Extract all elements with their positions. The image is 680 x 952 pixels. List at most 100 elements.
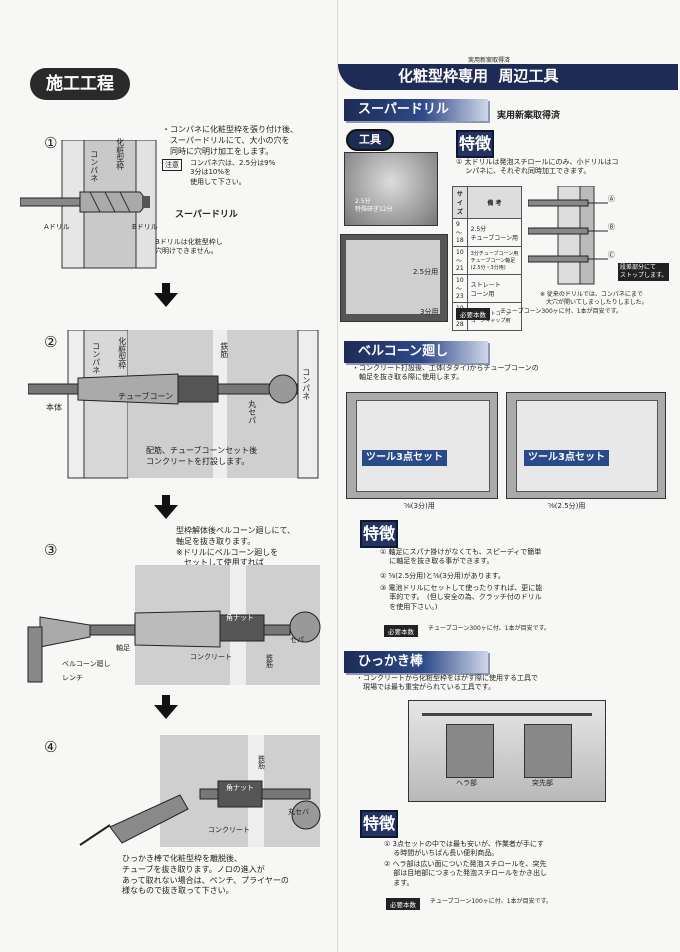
step4-label-concrete: コンクリート xyxy=(208,826,250,834)
step3-label-bell: ベルコーン廻し xyxy=(62,660,111,668)
superdrill-req-label: 必要本数 xyxy=(456,308,490,320)
step2-label-tekkin: 鉄筋 xyxy=(219,342,229,358)
hikkaki-feature-label: 特徴 xyxy=(360,810,398,838)
flow-arrow-3 xyxy=(162,695,170,705)
step1-label-konpane: コンパネ xyxy=(89,150,99,182)
superdrill-photo-25: 2.5分用 xyxy=(413,268,439,276)
superdrill-section-bar: スーパードリル xyxy=(344,99,488,121)
step2-label-konpane2: コンパネ xyxy=(301,368,311,400)
hikkaki-inset-hera xyxy=(446,724,494,778)
step2-caption: 配筋、チューブコーンセット後 コンクリートを打設します。 xyxy=(146,446,258,466)
hikkaki-feature-1: ① 3点セットの中では最も安いが、作業者が手にす る時間がいちばん長い便利商品。 xyxy=(384,840,544,858)
step4-label-kakunut: 角ナット xyxy=(226,784,254,792)
step2-number: ② xyxy=(44,333,58,351)
flow-arrow-1-head xyxy=(154,293,178,307)
superdrill-req-text: チューブコーン300ヶに付、1本が目安です。 xyxy=(500,308,623,315)
bellcone-feature-2: ② ⁵⁄₈(2.5分用)と³⁄₈(3分用)があります。 xyxy=(380,572,505,580)
bellcone-caption-left: ⁵⁄₈(3分)用 xyxy=(404,502,435,510)
construction-process-badge: 施工工程 xyxy=(30,68,130,100)
step1-note-label: 注意 xyxy=(162,159,182,171)
step2-label-maruseba: 丸セパ xyxy=(247,400,257,424)
bellcone-section-bar: ベルコーン廻し xyxy=(344,341,488,363)
step3-diagram xyxy=(27,565,321,685)
table-header-notes: 備 考 xyxy=(466,186,523,219)
flow-arrow-3-head xyxy=(154,705,178,719)
superdrill-photo-inner xyxy=(346,240,440,314)
hikkaki-req-text: チューブコーン100ヶに付、1本が目安です。 xyxy=(430,898,553,905)
step4-label-maruseba: 丸セバ xyxy=(288,808,309,816)
step3-label-jiku: 軸足 xyxy=(116,644,130,652)
step3-label-wrench: レンチ xyxy=(62,674,83,682)
step1-label-kesho: 化粧型枠 xyxy=(115,138,125,170)
step2-label-tube: チューブコーン xyxy=(118,392,174,401)
superdrill-feature-label: 特徴 xyxy=(456,130,494,158)
step1-diagram xyxy=(20,140,157,269)
table-cell: 10～23 xyxy=(452,274,468,303)
step1-b-drill-note: Bドリルは化粧型枠し 穴明けできません。 xyxy=(155,238,223,256)
tool-label-badge: 工具 xyxy=(346,129,394,151)
diagram-label-c: Ⓒ xyxy=(608,251,615,259)
superdrill-note: ※ 従来のドリルでは、コンパネにまで 大穴が開いてしまっしたりしました。 xyxy=(540,291,648,307)
bellcone-feature-3: ③ 電池ドリルにセットして使ったりすれば、更に能 率的です。 (但し安全の為、ク… xyxy=(380,584,543,611)
hikkaki-section-bar: ひっかき棒 xyxy=(344,651,488,673)
bellcone-caption-right: ⁵⁄₈(2.5分)用 xyxy=(548,502,586,510)
step3-label-tekkin: 鉄筋 xyxy=(265,654,274,668)
bellcone-package-right-text: ツール3点セット xyxy=(524,450,609,466)
step3-number: ③ xyxy=(44,541,58,559)
superdrill-photo-caption: 2.5分 特殊研ぎ12分 xyxy=(355,198,393,214)
bellcone-feature-1: ① 軸足にスパナ掛けがなくても、スピーディで簡単 に軸足を抜き取る事ができます。 xyxy=(380,548,542,566)
table-cell: ストレート コーン用 xyxy=(466,274,523,303)
table-cell: 3分チューブコーン用 チューブコーン軸足 (2.5分・3分用) xyxy=(466,246,523,275)
bellcone-package-left-text: ツール3点セット xyxy=(362,450,447,466)
hikkaki-feature-2: ② ヘラ部は広い面についた発泡スチロールを、突先 部は目地部につまった発泡スチロ… xyxy=(384,860,547,887)
hikkaki-label-hera: ヘラ部 xyxy=(456,779,477,787)
hikkaki-req-label: 必要本数 xyxy=(386,898,420,910)
step1-number: ① xyxy=(44,134,58,152)
hikkaki-description: ・コンクリートから化粧型枠をはがす際に使用する工具で 現場では最も重宝がられてい… xyxy=(356,674,538,692)
step2-label-honta: 本体 xyxy=(46,403,62,412)
step2-label-kesho: 化粧型枠 xyxy=(117,337,127,369)
table-header-size: サイズ xyxy=(452,186,468,219)
diagram-label-a: Ⓐ xyxy=(608,195,615,203)
bellcone-feature-label: 特徴 xyxy=(360,520,398,548)
hikkaki-photo xyxy=(408,700,606,802)
superdrill-photo-3: 3分用 xyxy=(420,308,439,316)
tools-banner xyxy=(338,64,678,90)
diagram-label-b: Ⓑ xyxy=(608,223,615,231)
flow-arrow-2-head xyxy=(154,505,178,519)
flow-arrow-1 xyxy=(162,283,170,293)
step3-label-seba: セパ xyxy=(290,636,304,644)
step1-label-a-drill: Aドリル xyxy=(44,223,70,231)
step4-caption: ひっかき棒で化粧型枠を離脱後、 チューブを抜き取ります。ノロの進入が あって取れ… xyxy=(122,854,289,896)
bellcone-description: ・コンクリート打設後、工体(タタイ)からチューブコーンの 軸足を抜き取る際に使用… xyxy=(352,364,539,382)
superdrill-patent-label: 実用新案取得済 xyxy=(497,111,561,121)
step2-diagram xyxy=(28,330,319,479)
step1-note-text: コンパネ穴は、2.5分は9% 3分は10%を 使用して下さい。 xyxy=(190,159,276,186)
bellcone-package-right xyxy=(516,400,658,492)
bellcone-package-left xyxy=(356,400,490,492)
bellcone-req-label: 必要本数 xyxy=(384,625,418,637)
step1-label-b-drill: Bドリル xyxy=(132,223,158,231)
step4-diagram xyxy=(79,735,321,847)
hikkaki-label-tsuki: 突先部 xyxy=(532,779,553,787)
step3-label-concrete: コンクリート xyxy=(190,653,232,661)
bellcone-req-text: チューブコーン300ヶに付、1本が目安です。 xyxy=(428,625,551,632)
step3-label-kakunut: 角ナット xyxy=(226,614,254,622)
superdrill-stop-label: 段差部分にて ストップします。 xyxy=(618,263,670,282)
banner-patent-small: 実用新案取得済 xyxy=(468,57,511,64)
page-divider xyxy=(337,0,338,952)
hikkaki-inset-tsuki xyxy=(524,724,572,778)
tools-banner-title: 化粧型枠専用 周辺工具 xyxy=(398,67,559,85)
superdrill-process-diagram xyxy=(528,186,608,285)
step4-label-tekkin: 鉄筋 xyxy=(257,755,266,769)
step1-description: ・コンパネに化粧型枠を張り付け後、 スーパードリルにて、大小の穴を 同時に穴明け… xyxy=(162,125,298,156)
step4-number: ④ xyxy=(44,738,58,756)
step1-label-superdrill: スーパードリル xyxy=(175,210,238,220)
table-cell: 9～18 xyxy=(452,218,468,247)
hikkaki-bar-shape xyxy=(422,713,592,716)
table-cell: 10～21 xyxy=(452,246,468,275)
superdrill-feature-1: ① 太ドリルは発泡スチロールにのみ、小ドリルはコ ンパネに、それぞれ同時加工でき… xyxy=(456,158,619,176)
step2-label-konpane: コンパネ xyxy=(91,342,101,374)
superdrill-photo-closeup xyxy=(344,152,438,226)
flow-arrow-2 xyxy=(162,495,170,505)
